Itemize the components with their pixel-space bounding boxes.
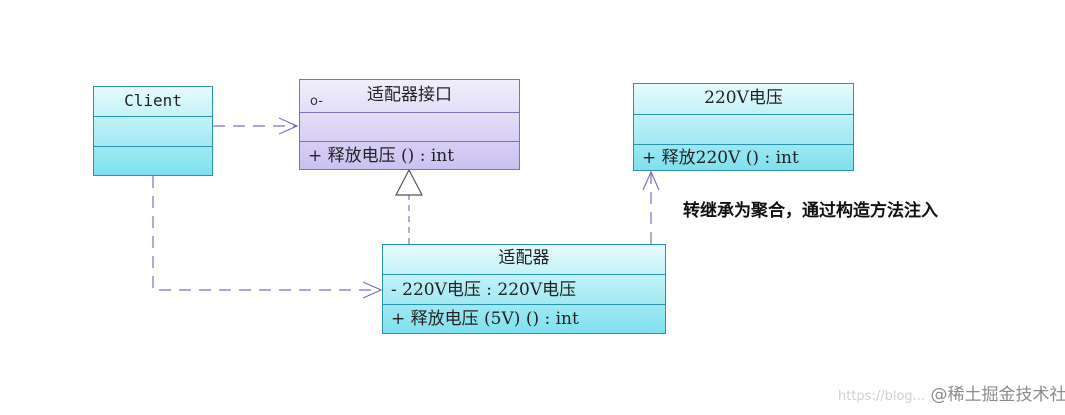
aggregation-note: 转继承为聚合，通过构造方法注入 bbox=[683, 201, 938, 221]
client-operations-compartment bbox=[94, 146, 212, 175]
adapter-interface-header: o- 适配器接口 bbox=[300, 80, 519, 112]
client-attributes-compartment bbox=[94, 116, 212, 146]
watermark-brand: @稀土掘金技术社区 bbox=[930, 385, 1065, 405]
adapter-class[interactable]: 适配器 - 220V电压 : 220V电压 + 释放电压 (5V) () : i… bbox=[382, 244, 666, 334]
adapter-interface-name: 适配器接口 bbox=[367, 85, 452, 105]
watermark: https://blog... @稀土掘金技术社区 bbox=[838, 380, 1065, 405]
adapter-interface-class[interactable]: o- 适配器接口 + 释放电压 () : int bbox=[299, 79, 520, 170]
voltage220-class-name: 220V电压 bbox=[704, 88, 783, 108]
lollipop-icon: o- bbox=[310, 94, 323, 109]
adapter-interface-attributes-compartment bbox=[300, 112, 519, 141]
adapter-interface-operation: + 释放电压 () : int bbox=[300, 141, 519, 169]
adapter-class-name: 适配器 bbox=[498, 248, 550, 268]
client-to-adapter-dependency bbox=[152, 176, 381, 291]
dependency-arrowhead-adapter bbox=[362, 281, 383, 299]
voltage220-attributes-compartment bbox=[634, 114, 853, 144]
client-class-name: Client bbox=[124, 91, 182, 110]
dependency-arrowhead-voltage bbox=[642, 170, 660, 191]
adapter-attribute: - 220V电压 : 220V电压 bbox=[383, 274, 665, 304]
watermark-url: https://blog... bbox=[838, 389, 926, 404]
adapter-operation: + 释放电压 (5V) () : int bbox=[383, 304, 665, 333]
dependency-arrowhead-interface bbox=[278, 117, 299, 135]
voltage220-operation: + 释放220V () : int bbox=[634, 144, 853, 170]
client-class[interactable]: Client bbox=[93, 86, 213, 176]
realization-triangle-icon bbox=[395, 168, 423, 196]
voltage220-class[interactable]: 220V电压 + 释放220V () : int bbox=[633, 83, 854, 171]
